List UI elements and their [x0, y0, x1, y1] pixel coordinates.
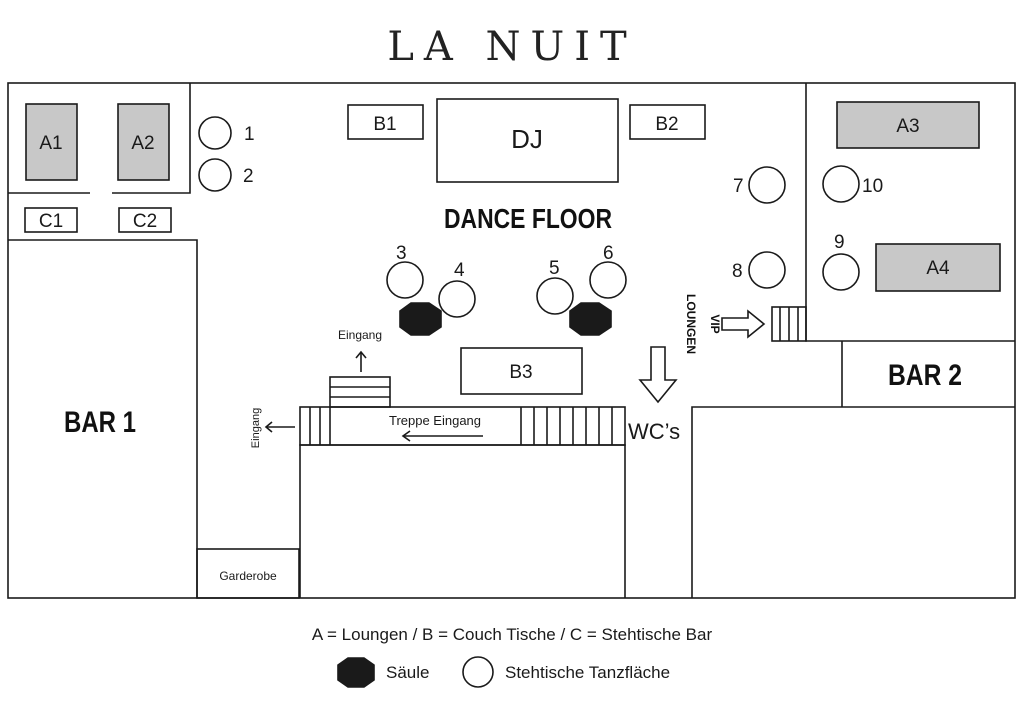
- standing-table-5[interactable]: [536, 277, 574, 315]
- standing-table-2-label: 2: [243, 166, 254, 187]
- stairs-band: [299, 406, 626, 446]
- bar1-wall: [8, 239, 198, 598]
- lounge-a3[interactable]: [836, 101, 980, 149]
- couch-table-b1-label: B1: [373, 114, 396, 135]
- garderobe-room: [196, 548, 300, 599]
- lounge-a2[interactable]: [117, 103, 170, 181]
- eingang-label: Eingang: [338, 328, 382, 342]
- vip-label-line1: VIP: [708, 314, 722, 333]
- bar-table-c2-label: C2: [133, 211, 157, 232]
- pillar-left: [399, 302, 442, 336]
- standing-table-10[interactable]: [822, 165, 860, 203]
- venue-title: LA NUIT: [387, 24, 636, 70]
- vip-stairs: [771, 306, 807, 342]
- eingang-left-arrow-icon: [264, 421, 295, 433]
- garderobe-label: Garderobe: [219, 569, 277, 583]
- lounge-a1[interactable]: [25, 103, 78, 181]
- dance-floor-label: DANCE FLOOR: [444, 203, 612, 234]
- center-room: [299, 444, 626, 598]
- dj-label: DJ: [511, 124, 543, 154]
- pillar-right: [569, 302, 612, 336]
- bar-table-c2[interactable]: [118, 207, 172, 233]
- standing-table-1[interactable]: [198, 116, 232, 150]
- couch-table-b1[interactable]: [347, 104, 424, 140]
- couch-table-b2-label: B2: [655, 114, 678, 135]
- bar1-label: BAR 1: [64, 406, 136, 439]
- couch-table-b3-label: B3: [509, 362, 532, 383]
- lounge-a4-label: A4: [926, 258, 950, 279]
- standing-table-5-label: 5: [549, 258, 560, 279]
- standing-table-10-label: 10: [862, 176, 883, 197]
- dj-booth[interactable]: [436, 98, 619, 183]
- stairs-left: [309, 407, 331, 445]
- standing-table-8-label: 8: [732, 261, 743, 282]
- standing-table-7-label: 7: [733, 176, 744, 197]
- standing-table-4-label: 4: [454, 260, 465, 281]
- standing-table-8[interactable]: [748, 251, 786, 289]
- wall: [112, 83, 191, 194]
- legend-pillar-icon: [337, 657, 375, 688]
- standing-table-9[interactable]: [822, 253, 860, 291]
- bar-table-c1[interactable]: [24, 207, 78, 233]
- lounge-a4[interactable]: [875, 243, 1001, 292]
- standing-table-2[interactable]: [198, 158, 232, 192]
- couch-table-b3[interactable]: [460, 347, 583, 395]
- standing-table-3-label: 3: [396, 243, 407, 264]
- right-room: [691, 406, 1015, 598]
- legend-pillar-label: Säule: [386, 663, 429, 682]
- eingang-up-arrow-icon: [355, 350, 367, 372]
- treppe-left-arrow-icon: [401, 430, 483, 442]
- standing-table-6-label: 6: [603, 243, 614, 264]
- stairs-top: [329, 376, 391, 408]
- bar2-label: BAR 2: [888, 359, 962, 392]
- couch-table-b2[interactable]: [629, 104, 706, 140]
- standing-table-3[interactable]: [386, 261, 424, 299]
- standing-table-7[interactable]: [748, 166, 786, 204]
- legend-standing-label: Stehtische Tanzfläche: [505, 663, 670, 682]
- stairs-right: [520, 407, 613, 445]
- wc-label: WC’s: [628, 419, 680, 444]
- standing-table-6[interactable]: [589, 261, 627, 299]
- wc-down-arrow-icon: [638, 346, 678, 404]
- lounge-a2-label: A2: [131, 133, 154, 154]
- legend-line: A = Loungen / B = Couch Tische / C = Ste…: [312, 625, 713, 644]
- standing-table-1-label: 1: [244, 124, 255, 145]
- vip-label-line2: LOUNGEN: [684, 294, 698, 354]
- lounge-a3-label: A3: [896, 116, 919, 137]
- eingang-side-label: Eingang: [250, 408, 262, 448]
- bar-table-c1-label: C1: [39, 211, 63, 232]
- standing-table-9-label: 9: [834, 232, 845, 253]
- vip-right-arrow-icon: [721, 309, 766, 339]
- legend-standing-icon: [462, 656, 494, 688]
- lounge-a1-label: A1: [39, 133, 62, 154]
- standing-table-4[interactable]: [438, 280, 476, 318]
- treppe-eingang-label: Treppe Eingang: [389, 413, 481, 428]
